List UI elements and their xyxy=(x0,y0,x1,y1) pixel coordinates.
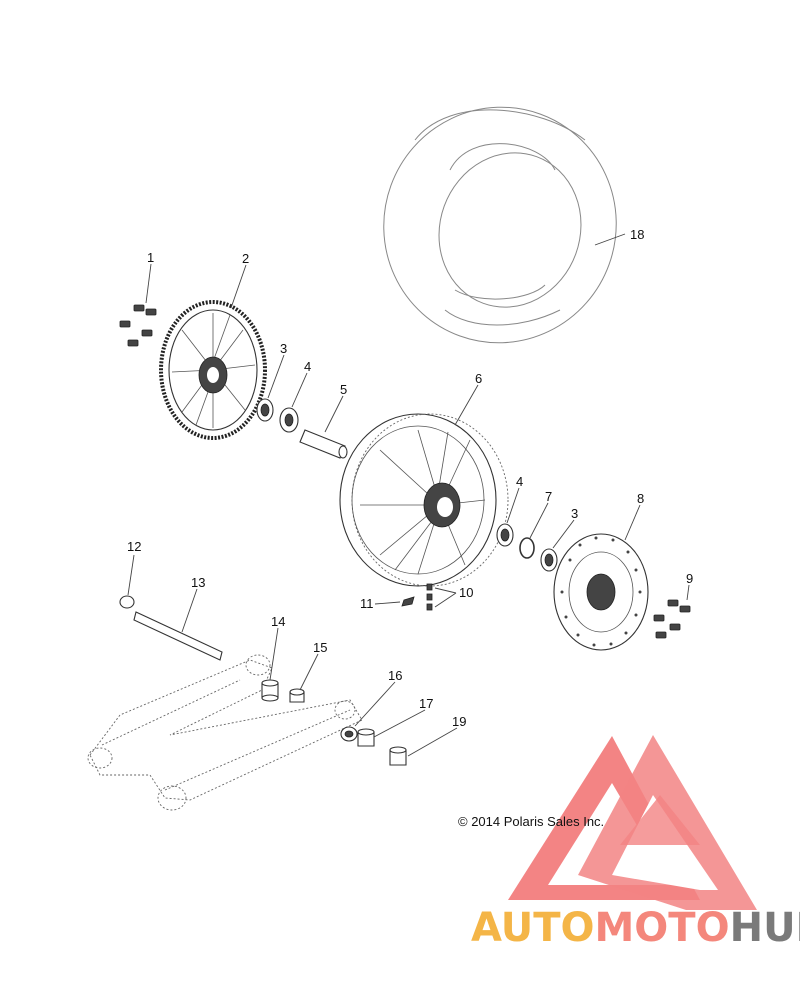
circlip-7 xyxy=(519,537,535,559)
swingarm xyxy=(87,654,363,811)
callout-6: 6 xyxy=(475,371,482,386)
callout-10: 10 xyxy=(459,585,473,600)
callout-2: 2 xyxy=(242,251,249,266)
valve-cap-11 xyxy=(401,596,415,607)
seal-3b xyxy=(540,548,558,572)
brake-rotor xyxy=(553,533,649,651)
watermark-logo xyxy=(508,735,757,910)
callout-7: 7 xyxy=(545,489,552,504)
nut-19 xyxy=(389,746,407,766)
callout-1: 1 xyxy=(147,250,154,265)
callout-4: 4 xyxy=(304,359,311,374)
valve-10 xyxy=(426,583,433,611)
bearing-4a xyxy=(279,407,299,433)
callout-3b: 3 xyxy=(571,506,578,521)
watermark-text: AUTOMOTOHUB xyxy=(471,905,800,951)
callout-14: 14 xyxy=(271,614,285,629)
watermark-moto: MOTO xyxy=(595,905,730,951)
bolts-9 xyxy=(653,599,691,639)
callout-18: 18 xyxy=(630,227,644,242)
watermark-hub: HUB xyxy=(730,905,800,951)
sprocket xyxy=(159,300,267,440)
bearing-4b xyxy=(496,523,514,547)
cap-16 xyxy=(340,726,358,742)
copyright-text: © 2014 Polaris Sales Inc. xyxy=(458,814,604,829)
callout-16: 16 xyxy=(388,668,402,683)
bushing-15 xyxy=(289,688,305,703)
callout-4b: 4 xyxy=(516,474,523,489)
spacer-5 xyxy=(299,429,348,459)
swingarm-axle-13 xyxy=(133,611,223,661)
washer-12 xyxy=(119,595,135,609)
callout-12: 12 xyxy=(127,539,141,554)
callout-13: 13 xyxy=(191,575,205,590)
watermark-auto: AUTO xyxy=(471,905,595,951)
callout-11: 11 xyxy=(360,596,374,611)
callout-19: 19 xyxy=(452,714,466,729)
tire xyxy=(383,106,617,344)
bushing-17 xyxy=(357,728,375,747)
callout-labels: 1 2 3 4 5 6 18 4 7 3 8 9 10 11 12 13 14 … xyxy=(127,227,693,729)
leader-lines xyxy=(127,233,690,757)
wheel xyxy=(339,413,509,587)
seal-3a xyxy=(256,398,274,422)
bushing-14 xyxy=(261,679,279,702)
callout-5: 5 xyxy=(340,382,347,397)
bolts-1 xyxy=(119,304,157,347)
callout-9: 9 xyxy=(686,571,693,586)
callout-17: 17 xyxy=(419,696,433,711)
callout-3: 3 xyxy=(280,341,287,356)
callout-8: 8 xyxy=(637,491,644,506)
callout-15: 15 xyxy=(313,640,327,655)
